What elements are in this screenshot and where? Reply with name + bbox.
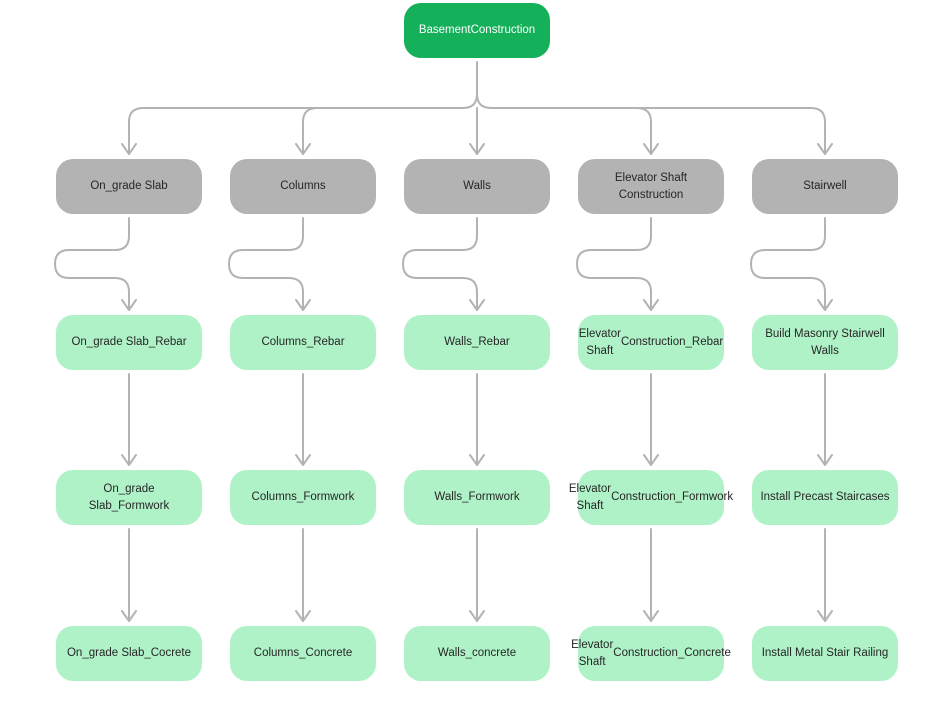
node-label-line: Columns_Concrete: [253, 647, 353, 659]
category-node[interactable]: Walls: [404, 159, 550, 214]
node-label-line: On_grade Slab_Formwork: [88, 482, 170, 512]
node-label-line: Basement: [418, 24, 471, 36]
node-label-line: Elevator Shaft Construction: [614, 171, 688, 201]
task-arrowhead: [643, 299, 659, 311]
task-arrowhead: [295, 610, 311, 622]
category-to-task-connector: [228, 217, 304, 311]
category-node[interactable]: Stairwell: [752, 159, 898, 214]
node-label-line: On_grade Slab: [90, 180, 168, 192]
node-label-line: Walls: [463, 180, 491, 192]
task-arrowhead: [295, 299, 311, 311]
task-arrowhead: [295, 454, 311, 466]
node-label-line: Walls_Rebar: [444, 336, 510, 348]
category-to-task-connector: [750, 217, 826, 311]
task-node[interactable]: Walls_Formwork: [404, 470, 550, 525]
node-label-line: Construction_Concrete: [613, 647, 731, 659]
category-arrowhead: [121, 143, 137, 155]
task-node[interactable]: Walls_Rebar: [404, 315, 550, 370]
node-label-line: On_grade Slab_Cocrete: [66, 647, 192, 659]
node-label-line: Columns_Rebar: [261, 336, 345, 348]
task-node[interactable]: Columns_Concrete: [230, 626, 376, 681]
category-drop-4: [810, 107, 826, 155]
task-arrowhead: [121, 299, 137, 311]
node-label-line: Elevator Shaft: [571, 638, 614, 668]
task-node[interactable]: On_grade Slab_Formwork: [56, 470, 202, 525]
task-arrowhead: [643, 454, 659, 466]
task-node[interactable]: On_grade Slab_Cocrete: [56, 626, 202, 681]
node-label-line: Elevator Shaft: [578, 327, 621, 357]
node-label-line: Walls_concrete: [437, 647, 517, 659]
category-drop-0: [128, 107, 144, 155]
category-node[interactable]: Columns: [230, 159, 376, 214]
node-label-line: Construction_Formwork: [611, 491, 734, 503]
node-label-line: Build Masonry Stairwell Walls: [765, 327, 885, 357]
node-label-line: Stairwell: [803, 180, 847, 192]
node-label-line: Install Metal Stair Railing: [761, 647, 889, 659]
category-to-task-connector: [54, 217, 130, 311]
task-node[interactable]: Build Masonry Stairwell Walls: [752, 315, 898, 370]
task-node[interactable]: Columns_Formwork: [230, 470, 376, 525]
node-label-line: Columns: [280, 180, 326, 192]
category-node[interactable]: Elevator Shaft Construction: [578, 159, 724, 214]
task-node[interactable]: On_grade Slab_Rebar: [56, 315, 202, 370]
task-arrowhead: [469, 610, 485, 622]
category-drop-1: [302, 107, 318, 155]
category-to-task-connector: [402, 217, 478, 311]
category-arrowhead: [295, 143, 311, 155]
node-label-line: Install Precast Staircases: [760, 491, 890, 503]
task-arrowhead: [121, 454, 137, 466]
node-label-line: On_grade Slab_Rebar: [71, 336, 187, 348]
task-node[interactable]: Columns_Rebar: [230, 315, 376, 370]
task-node[interactable]: Install Precast Staircases: [752, 470, 898, 525]
category-arrowhead: [643, 143, 659, 155]
category-node[interactable]: On_grade Slab: [56, 159, 202, 214]
root-connector-right: [476, 93, 812, 109]
category-arrowhead: [469, 143, 485, 155]
task-arrowhead: [121, 610, 137, 622]
category-drop-3: [636, 107, 652, 155]
task-arrowhead: [817, 454, 833, 466]
task-node[interactable]: Walls_concrete: [404, 626, 550, 681]
node-label-line: Construction_Rebar: [620, 336, 724, 348]
task-arrowhead: [469, 299, 485, 311]
node-label-line: Walls_Formwork: [434, 491, 520, 503]
task-arrowhead: [817, 610, 833, 622]
task-arrowhead: [817, 299, 833, 311]
category-to-task-connector: [576, 217, 652, 311]
task-arrowhead: [469, 454, 485, 466]
node-label-line: Construction: [470, 24, 536, 36]
node-label-line: Columns_Formwork: [251, 491, 355, 503]
task-arrowhead: [643, 610, 659, 622]
node-label-line: Elevator Shaft: [568, 482, 612, 512]
task-node[interactable]: Install Metal Stair Railing: [752, 626, 898, 681]
root-connector-left: [142, 61, 478, 109]
category-arrowhead: [817, 143, 833, 155]
